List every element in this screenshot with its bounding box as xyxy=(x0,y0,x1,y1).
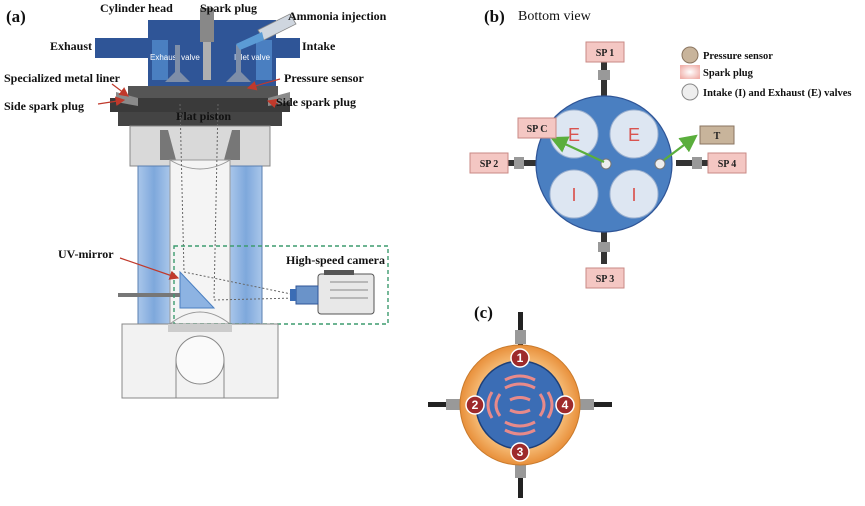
sp2-label: SP 2 xyxy=(480,159,499,170)
uv-mirror xyxy=(179,270,216,309)
crank-disc xyxy=(175,335,225,385)
plug-left xyxy=(506,157,540,169)
c-marker-4 xyxy=(555,395,575,415)
c-number-1: 1 xyxy=(517,351,524,365)
piston-ring-left xyxy=(160,130,176,160)
c-number-2: 2 xyxy=(472,398,479,412)
valve-intake-1 xyxy=(549,169,599,219)
crank-top xyxy=(168,324,232,332)
liner-wall-left xyxy=(137,165,171,325)
c-marker-2 xyxy=(465,395,485,415)
spc-box xyxy=(517,117,557,139)
ammonia-injector xyxy=(236,13,297,50)
bottom-view-title: Bottom view xyxy=(518,9,592,24)
uv-mirror-label: UV-mirror xyxy=(58,247,114,261)
mirror-rod xyxy=(118,293,180,297)
c-plug-left xyxy=(428,399,466,410)
pressure-sensor-pointer xyxy=(246,78,281,91)
spark-plug-label: Spark plug xyxy=(200,1,257,15)
intake-port-channel xyxy=(256,40,272,80)
sp4-box xyxy=(707,152,747,174)
optical-ray xyxy=(183,271,297,296)
sp2-box xyxy=(469,152,509,174)
plug-right xyxy=(676,157,710,169)
c-number-4: 4 xyxy=(562,398,569,412)
specialized-metal-liner xyxy=(110,98,290,112)
t-box xyxy=(699,125,735,145)
legend: Pressure sensor Spark plug Intake (I) an… xyxy=(680,46,851,101)
high-speed-camera-label: High-speed camera xyxy=(286,253,385,267)
legend-spark-plug-swatch xyxy=(680,65,700,79)
sp4-label: SP 4 xyxy=(718,159,737,170)
panel-a: (a) Exhaust valve Inlet valve xyxy=(4,1,389,399)
valve-e-label-2: E xyxy=(628,125,640,145)
valve-exhaust-2 xyxy=(609,109,659,159)
liner-lower xyxy=(118,112,282,126)
legend-valves-swatch xyxy=(681,83,699,101)
spc-label: SP C xyxy=(527,124,548,135)
panel-c-label: (c) xyxy=(474,303,493,322)
side-spark-plug-right-label: Side spark plug xyxy=(276,95,356,109)
liner-pointer xyxy=(111,83,129,97)
camera-region-box xyxy=(173,245,389,325)
c-marker-1 xyxy=(510,348,530,368)
legend-pressure-sensor-swatch xyxy=(681,46,699,64)
piston-base xyxy=(169,311,231,325)
valve-e-label-1: E xyxy=(568,125,580,145)
valve-i-label-1: I xyxy=(571,185,576,205)
crank-arms xyxy=(175,360,225,398)
valve-intake-2 xyxy=(609,169,659,219)
ammonia-injection-label: Ammonia injection xyxy=(288,9,387,23)
t-label: T xyxy=(714,131,721,142)
c-plug-right xyxy=(574,399,612,410)
exhaust-port-channel xyxy=(152,40,168,80)
optical-ray xyxy=(213,103,219,301)
metal-liner-label: Specialized metal liner xyxy=(4,71,121,85)
sp1-box xyxy=(585,41,625,63)
side-plug-left-pointer xyxy=(97,96,126,107)
exhaust-label: Exhaust xyxy=(50,39,92,53)
intake-label: Intake xyxy=(302,39,336,53)
cylinder-head-label: Cylinder head xyxy=(100,1,173,15)
c-number-3: 3 xyxy=(517,445,524,459)
c-plug-bottom xyxy=(515,460,526,498)
legend-spark-plug-label: Spark plug xyxy=(703,68,754,79)
valve-i-label-2: I xyxy=(631,185,636,205)
pressure-sensor-point xyxy=(654,158,666,170)
plug-top xyxy=(598,62,610,96)
piston-ring-right xyxy=(224,130,240,160)
panel-a-label: (a) xyxy=(6,7,26,26)
sp3-box xyxy=(585,267,625,289)
high-speed-camera xyxy=(290,270,375,315)
sp3-label: SP 3 xyxy=(596,274,615,285)
panel-c: (c) xyxy=(428,303,612,498)
sp1-label: SP 1 xyxy=(596,48,615,59)
plug-bottom xyxy=(598,230,610,264)
legend-valves-label: Intake (I) and Exhaust (E) valves xyxy=(703,88,851,99)
uv-mirror-pointer xyxy=(119,257,180,280)
c-marker-3 xyxy=(510,442,530,462)
pressure-sensor-label: Pressure sensor xyxy=(284,71,365,85)
spark-plug-tip xyxy=(203,42,211,80)
optical-ray xyxy=(213,297,297,301)
inlet-valve-label: Inlet valve xyxy=(234,53,271,62)
c-flame-fronts xyxy=(486,374,554,436)
flat-piston-label: Flat piston xyxy=(176,109,231,123)
panel-b-label: (b) xyxy=(484,7,505,26)
optical-ray xyxy=(179,103,185,273)
side-spark-plug-left-label: Side spark plug xyxy=(4,99,84,113)
piston-crown xyxy=(169,159,231,170)
spark-plug-body xyxy=(200,8,214,42)
legend-pressure-sensor-label: Pressure sensor xyxy=(703,51,773,62)
inlet-valve xyxy=(226,45,251,82)
head-gasket xyxy=(128,86,278,98)
arrow-to-t xyxy=(663,134,698,161)
arrow-to-spc xyxy=(550,136,605,163)
c-plug-top xyxy=(515,312,526,350)
liner-wall-right xyxy=(229,165,263,325)
panel-b: (b) Bottom view E E I I xyxy=(469,7,851,289)
side-plug-right-pointer xyxy=(266,98,279,109)
exhaust-valve xyxy=(165,45,190,82)
